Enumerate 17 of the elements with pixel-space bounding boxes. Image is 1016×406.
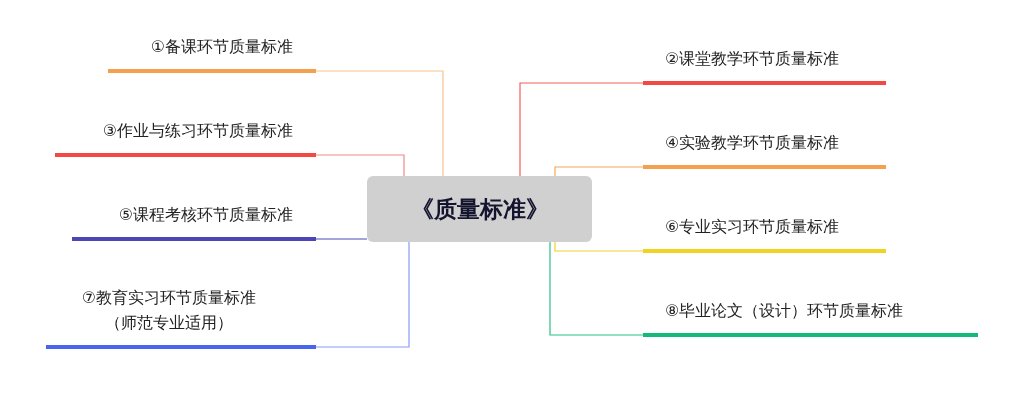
topic-text: ⑦教育实习环节质量标准（师范专业适用） xyxy=(80,287,258,334)
topic-text: ③作业与练习环节质量标准 xyxy=(102,120,293,142)
topic-text: ①备课环节质量标准 xyxy=(150,36,293,58)
connector-line xyxy=(315,154,405,177)
connector-line xyxy=(315,238,368,240)
central-topic-box: 《质量标准》 xyxy=(367,176,592,242)
connector-line xyxy=(315,70,444,177)
topic-text: ⑤课程考核环节质量标准 xyxy=(118,204,293,226)
connector-line xyxy=(315,241,410,348)
topic-text: ②课堂教学环节质量标准 xyxy=(665,48,840,70)
connector-line xyxy=(549,241,644,336)
topic-text: ⑧毕业论文（设计）环节质量标准 xyxy=(665,300,904,322)
connector-line xyxy=(554,241,644,252)
topic-text: ④实验教学环节质量标准 xyxy=(665,132,840,154)
connector-line xyxy=(554,166,644,177)
connector-line xyxy=(519,82,644,177)
topic-text: ⑥专业实习环节质量标准 xyxy=(665,216,840,238)
